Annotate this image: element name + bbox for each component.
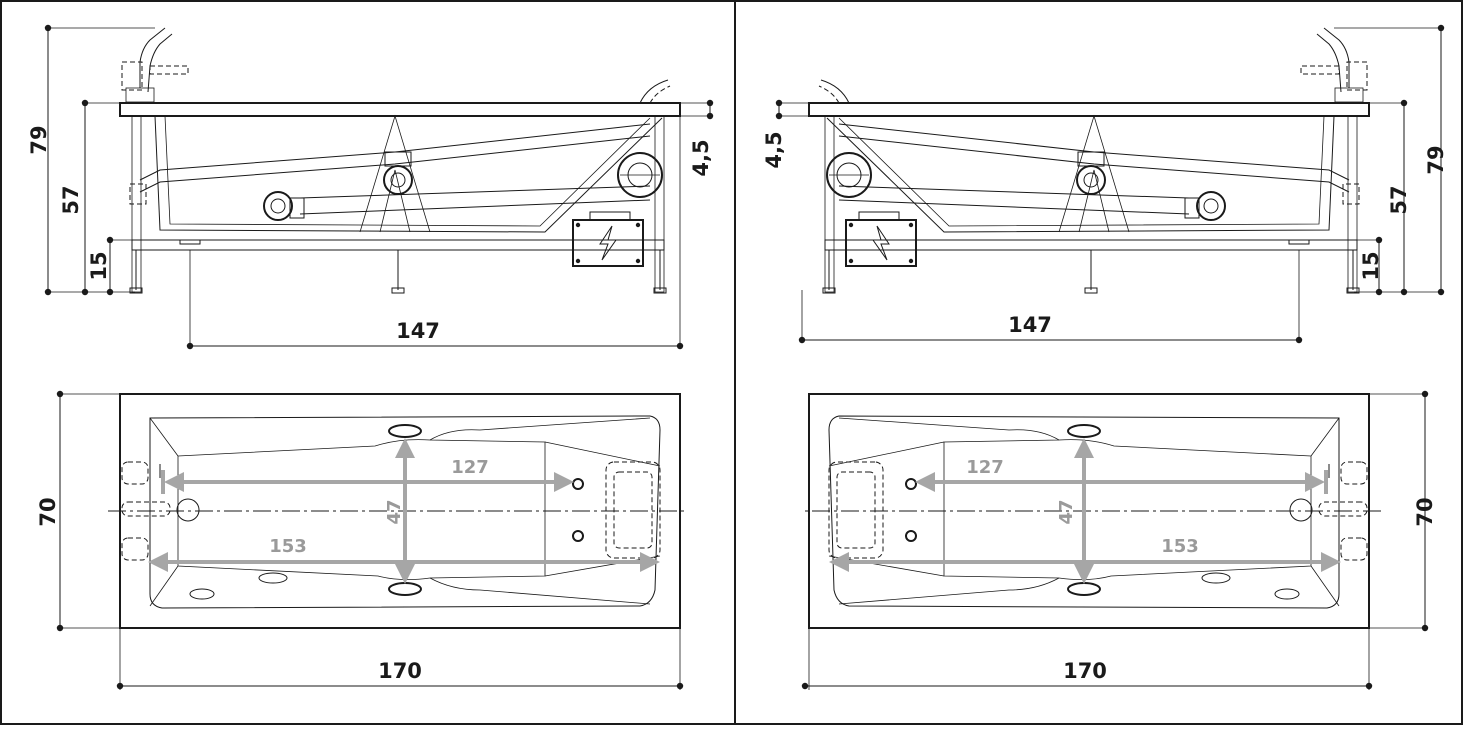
right-panel	[775, 24, 1445, 690]
inner-span-label: 127	[966, 457, 1004, 478]
total-height-label: 79	[27, 125, 51, 154]
junction-box	[572, 211, 644, 267]
frame-height-label: 15	[87, 251, 111, 280]
width-label: 70	[1413, 497, 1437, 526]
frame-height-label: 15	[1359, 251, 1383, 280]
length-label: 170	[1063, 659, 1107, 683]
total-height-label: 79	[1424, 145, 1448, 174]
inner-span-label: 127	[451, 457, 489, 478]
rim-thickness-label: 4,5	[689, 139, 713, 176]
junction-box	[845, 211, 917, 267]
width-label: 70	[36, 497, 60, 526]
cross-span-label: 47	[384, 499, 405, 524]
right-panel-labels: 79 57 15 4,5 147 70 170 127 153 47	[762, 131, 1448, 683]
lightning-bolt-icon	[599, 225, 617, 261]
left-side-view: 79 57 15 4,5	[27, 24, 714, 350]
right-top-view	[801, 390, 1429, 690]
outer-span-label: 153	[1161, 536, 1199, 557]
leg-spacing-label: 147	[396, 319, 440, 343]
left-top-view: 70	[36, 390, 688, 690]
left-panel: 79 57 15 4,5	[27, 24, 714, 690]
leg-spacing-label: 147	[1008, 313, 1052, 337]
lightning-bolt-icon	[872, 225, 890, 261]
rim-height-label: 57	[59, 185, 83, 214]
cross-span-label: 47	[1056, 499, 1077, 524]
rim-height-label: 57	[1387, 185, 1411, 214]
length-label: 170	[378, 659, 422, 683]
outer-span-label: 153	[269, 536, 307, 557]
rim-thickness-label: 4,5	[762, 131, 786, 168]
right-side-view	[775, 24, 1445, 344]
